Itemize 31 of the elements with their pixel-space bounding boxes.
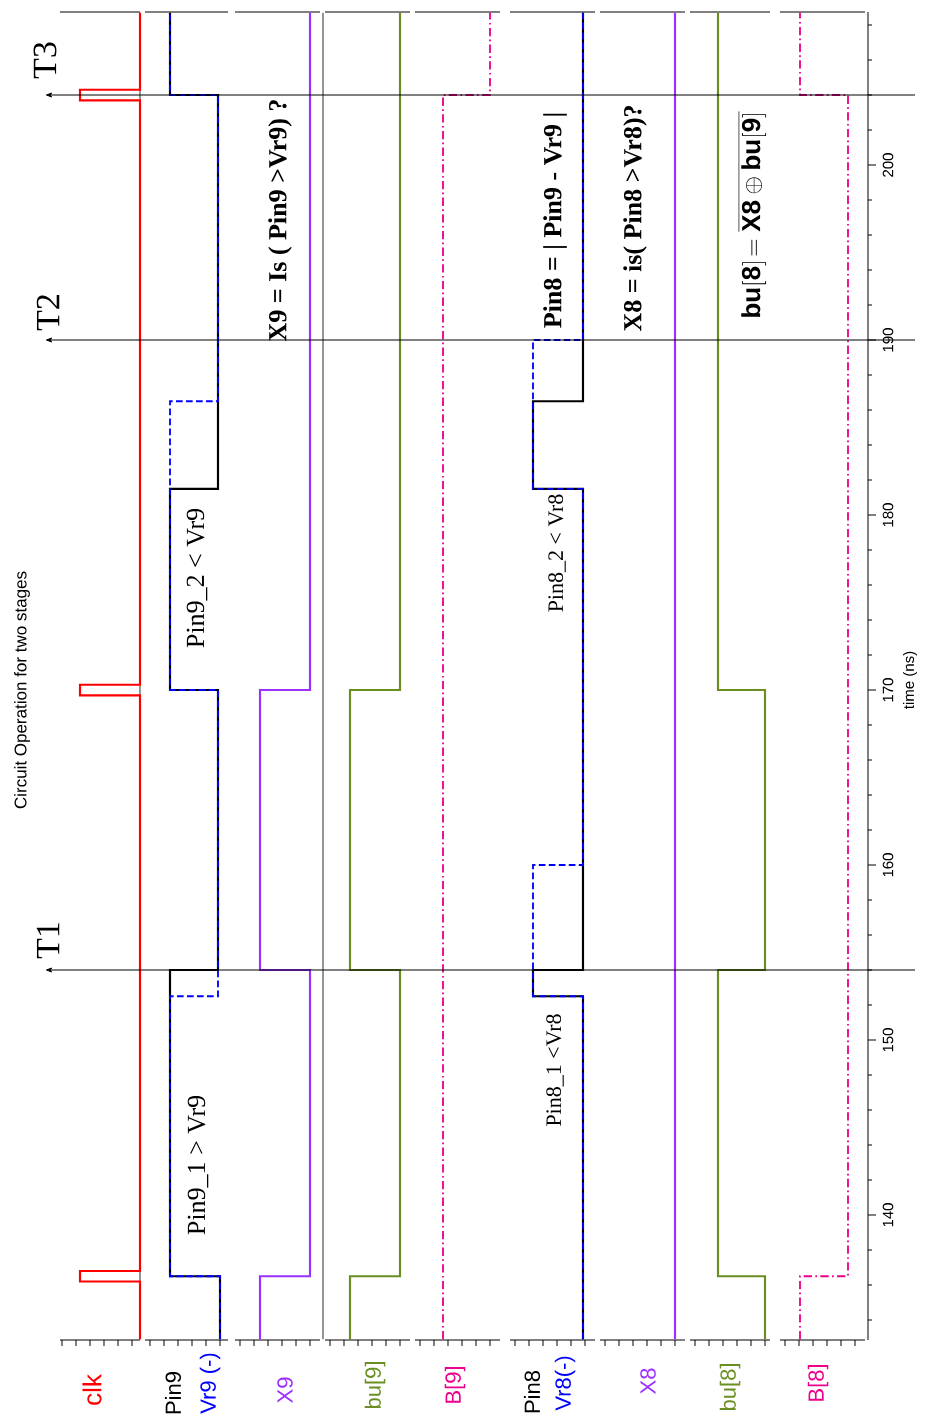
axis-tick-label: 190 — [882, 328, 894, 352]
signal-label: Pin8 — [523, 1370, 541, 1413]
marker-label: T1 — [36, 923, 60, 959]
signal-label: Vr8(-) — [554, 1356, 576, 1411]
signal-label: bu[8] — [719, 1364, 741, 1411]
axis-title: time (ns) — [903, 651, 917, 709]
equation-text: X8 = is( Pin8 >Vr8)? — [623, 106, 647, 332]
equation-text: $\mathbf{bu[8]\!=\overline{X8\oplus bu[9]}}$ — [738, 111, 767, 317]
signal-label: B[8] — [807, 1365, 829, 1401]
axis-tick-label: 160 — [882, 853, 894, 877]
axis-tick-label: 200 — [882, 153, 894, 177]
annotation-text: Pin9_2 < Vr9 — [186, 508, 208, 648]
signal-label: B[9] — [444, 1367, 466, 1403]
signal-label: X8 — [640, 1368, 656, 1394]
title: Circuit Operation for two stages — [14, 571, 30, 809]
annotation-text: Pin9_1 > Vr9 — [187, 1095, 209, 1235]
axis-tick-label: 140 — [882, 1203, 894, 1227]
signal-label: Vr9 (-) — [199, 1353, 221, 1414]
axis-tick-label: 150 — [882, 1028, 894, 1052]
equation-text: Pin8 = | Pin9 - Vr9 | — [543, 113, 567, 328]
signal-label: bu[9] — [364, 1362, 386, 1409]
signal-label: Pin9 — [164, 1372, 182, 1414]
signal-label: clk — [82, 1374, 102, 1405]
marker-label: T3 — [33, 42, 57, 79]
axis-tick-label: 180 — [882, 503, 894, 527]
axis-tick-label: 170 — [882, 678, 894, 702]
equation-text: X9 = Is ( Pin9 >Vr9) ? — [268, 100, 292, 341]
signal-label: X9 — [277, 1377, 293, 1403]
annotation-text: Pin8_1 <Vr8 — [546, 1014, 564, 1126]
annotation-text: Pin8_2 < Vr8 — [548, 494, 566, 612]
marker-label: T2 — [36, 295, 60, 331]
